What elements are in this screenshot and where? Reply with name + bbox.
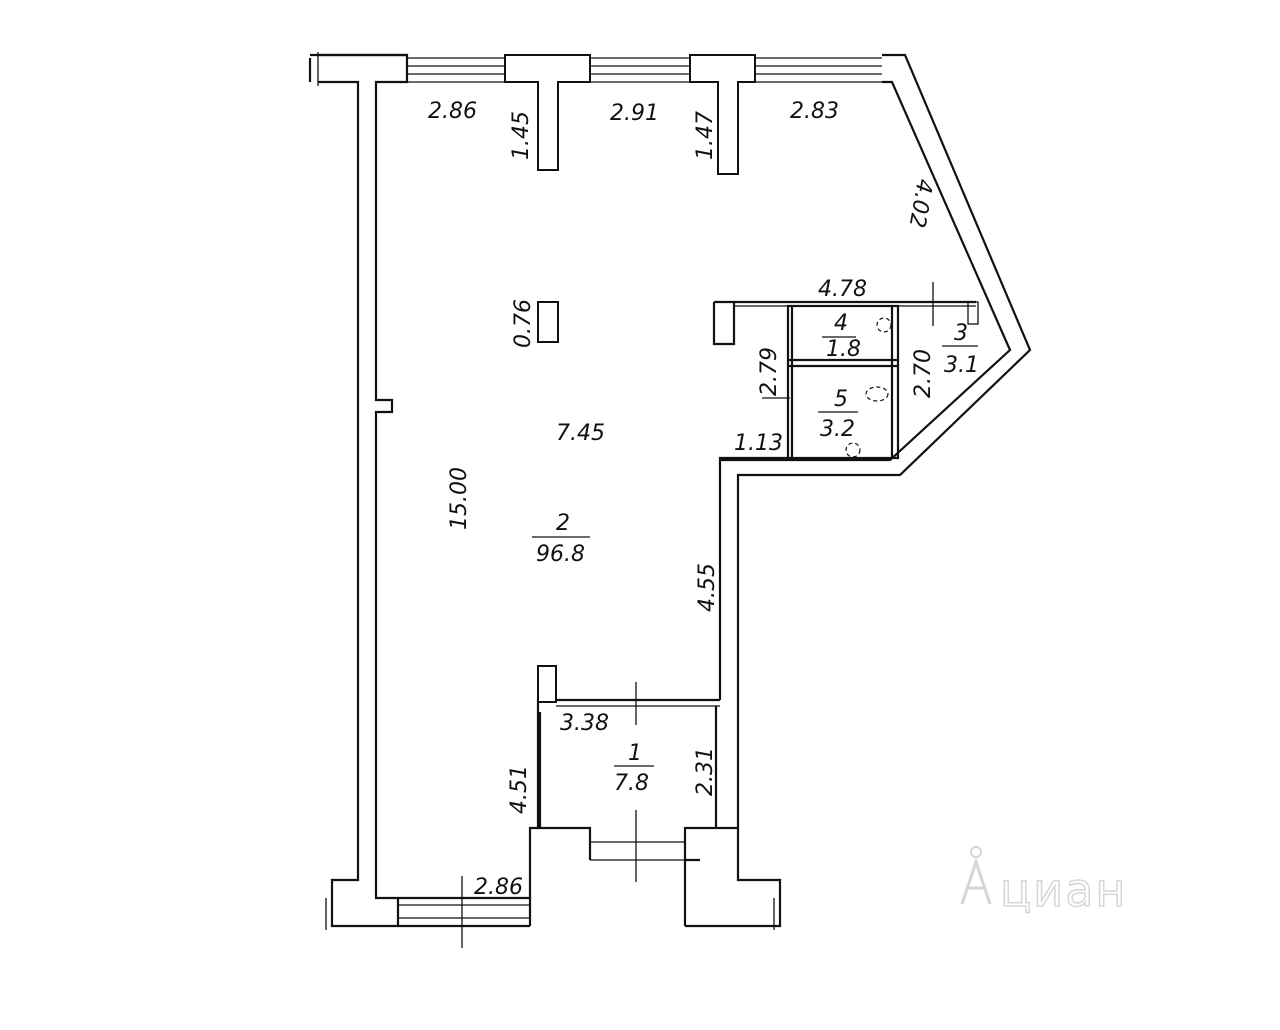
room-3-label: 3 3.1	[942, 321, 979, 378]
pier-2	[689, 54, 756, 175]
room-4-label: 4 1.8	[822, 311, 861, 362]
dim-column: 0.76	[511, 299, 536, 348]
room-3-number: 3	[954, 321, 968, 346]
dim-niche: 1.13	[734, 431, 783, 456]
dim-vestibule-depth: 2.31	[693, 747, 718, 796]
pier-1	[504, 54, 591, 171]
dim-top-pier-1: 1.45	[509, 111, 534, 160]
room-4-area: 1.8	[826, 337, 861, 362]
room-4-number: 4	[834, 311, 848, 336]
dim-service-width: 4.78	[818, 277, 867, 302]
cian-logo-icon	[960, 846, 992, 905]
toilet-icon	[865, 386, 889, 402]
partitions	[537, 300, 979, 828]
dim-left-lower: 4.51	[507, 765, 532, 814]
dim-top-window-3: 2.83	[790, 99, 839, 124]
dim-room3-height: 2.70	[911, 349, 936, 398]
outer-walls	[308, 52, 1032, 930]
dimension-labels: 2.86 1.45 2.91 1.47 2.83 4.02 4.78 0.76 …	[428, 99, 937, 900]
room-1-area: 7.8	[614, 771, 649, 796]
room-5-area: 3.2	[820, 417, 855, 442]
dim-right-wall: 4.55	[695, 563, 720, 612]
dimension-marks	[461, 282, 934, 948]
column	[537, 301, 559, 343]
sink-icon-2	[845, 442, 861, 458]
dim-top-window-2: 2.91	[610, 101, 659, 126]
room-2-label: 2 96.8	[532, 511, 590, 567]
dim-hall-width: 7.45	[556, 421, 605, 446]
room-1-number: 1	[628, 741, 642, 766]
room-5-number: 5	[834, 387, 848, 412]
dim-top-pier-2: 1.47	[693, 111, 718, 160]
room-1-label: 1 7.8	[614, 741, 654, 796]
top-windows	[407, 57, 882, 83]
dim-hall-length: 15.00	[447, 467, 472, 530]
room-2-number: 2	[556, 511, 570, 536]
room-3-area: 3.1	[944, 353, 979, 378]
room-5-label: 5 3.2	[818, 387, 858, 442]
dim-bottom-window: 2.86	[474, 875, 523, 900]
sink-icon	[876, 317, 892, 333]
dim-vestibule-width: 3.38	[560, 711, 609, 736]
dim-room4-5-height: 2.79	[757, 347, 782, 396]
room-labels: 1 7.8 2 96.8 3 3.1 4 1.8 5 3.2	[532, 311, 979, 796]
watermark: циан	[960, 846, 1127, 918]
watermark-text: циан	[1000, 863, 1127, 917]
dim-top-window-1: 2.86	[428, 99, 477, 124]
dim-diagonal-wall: 4.02	[904, 177, 937, 230]
room-2-area: 96.8	[536, 542, 585, 567]
